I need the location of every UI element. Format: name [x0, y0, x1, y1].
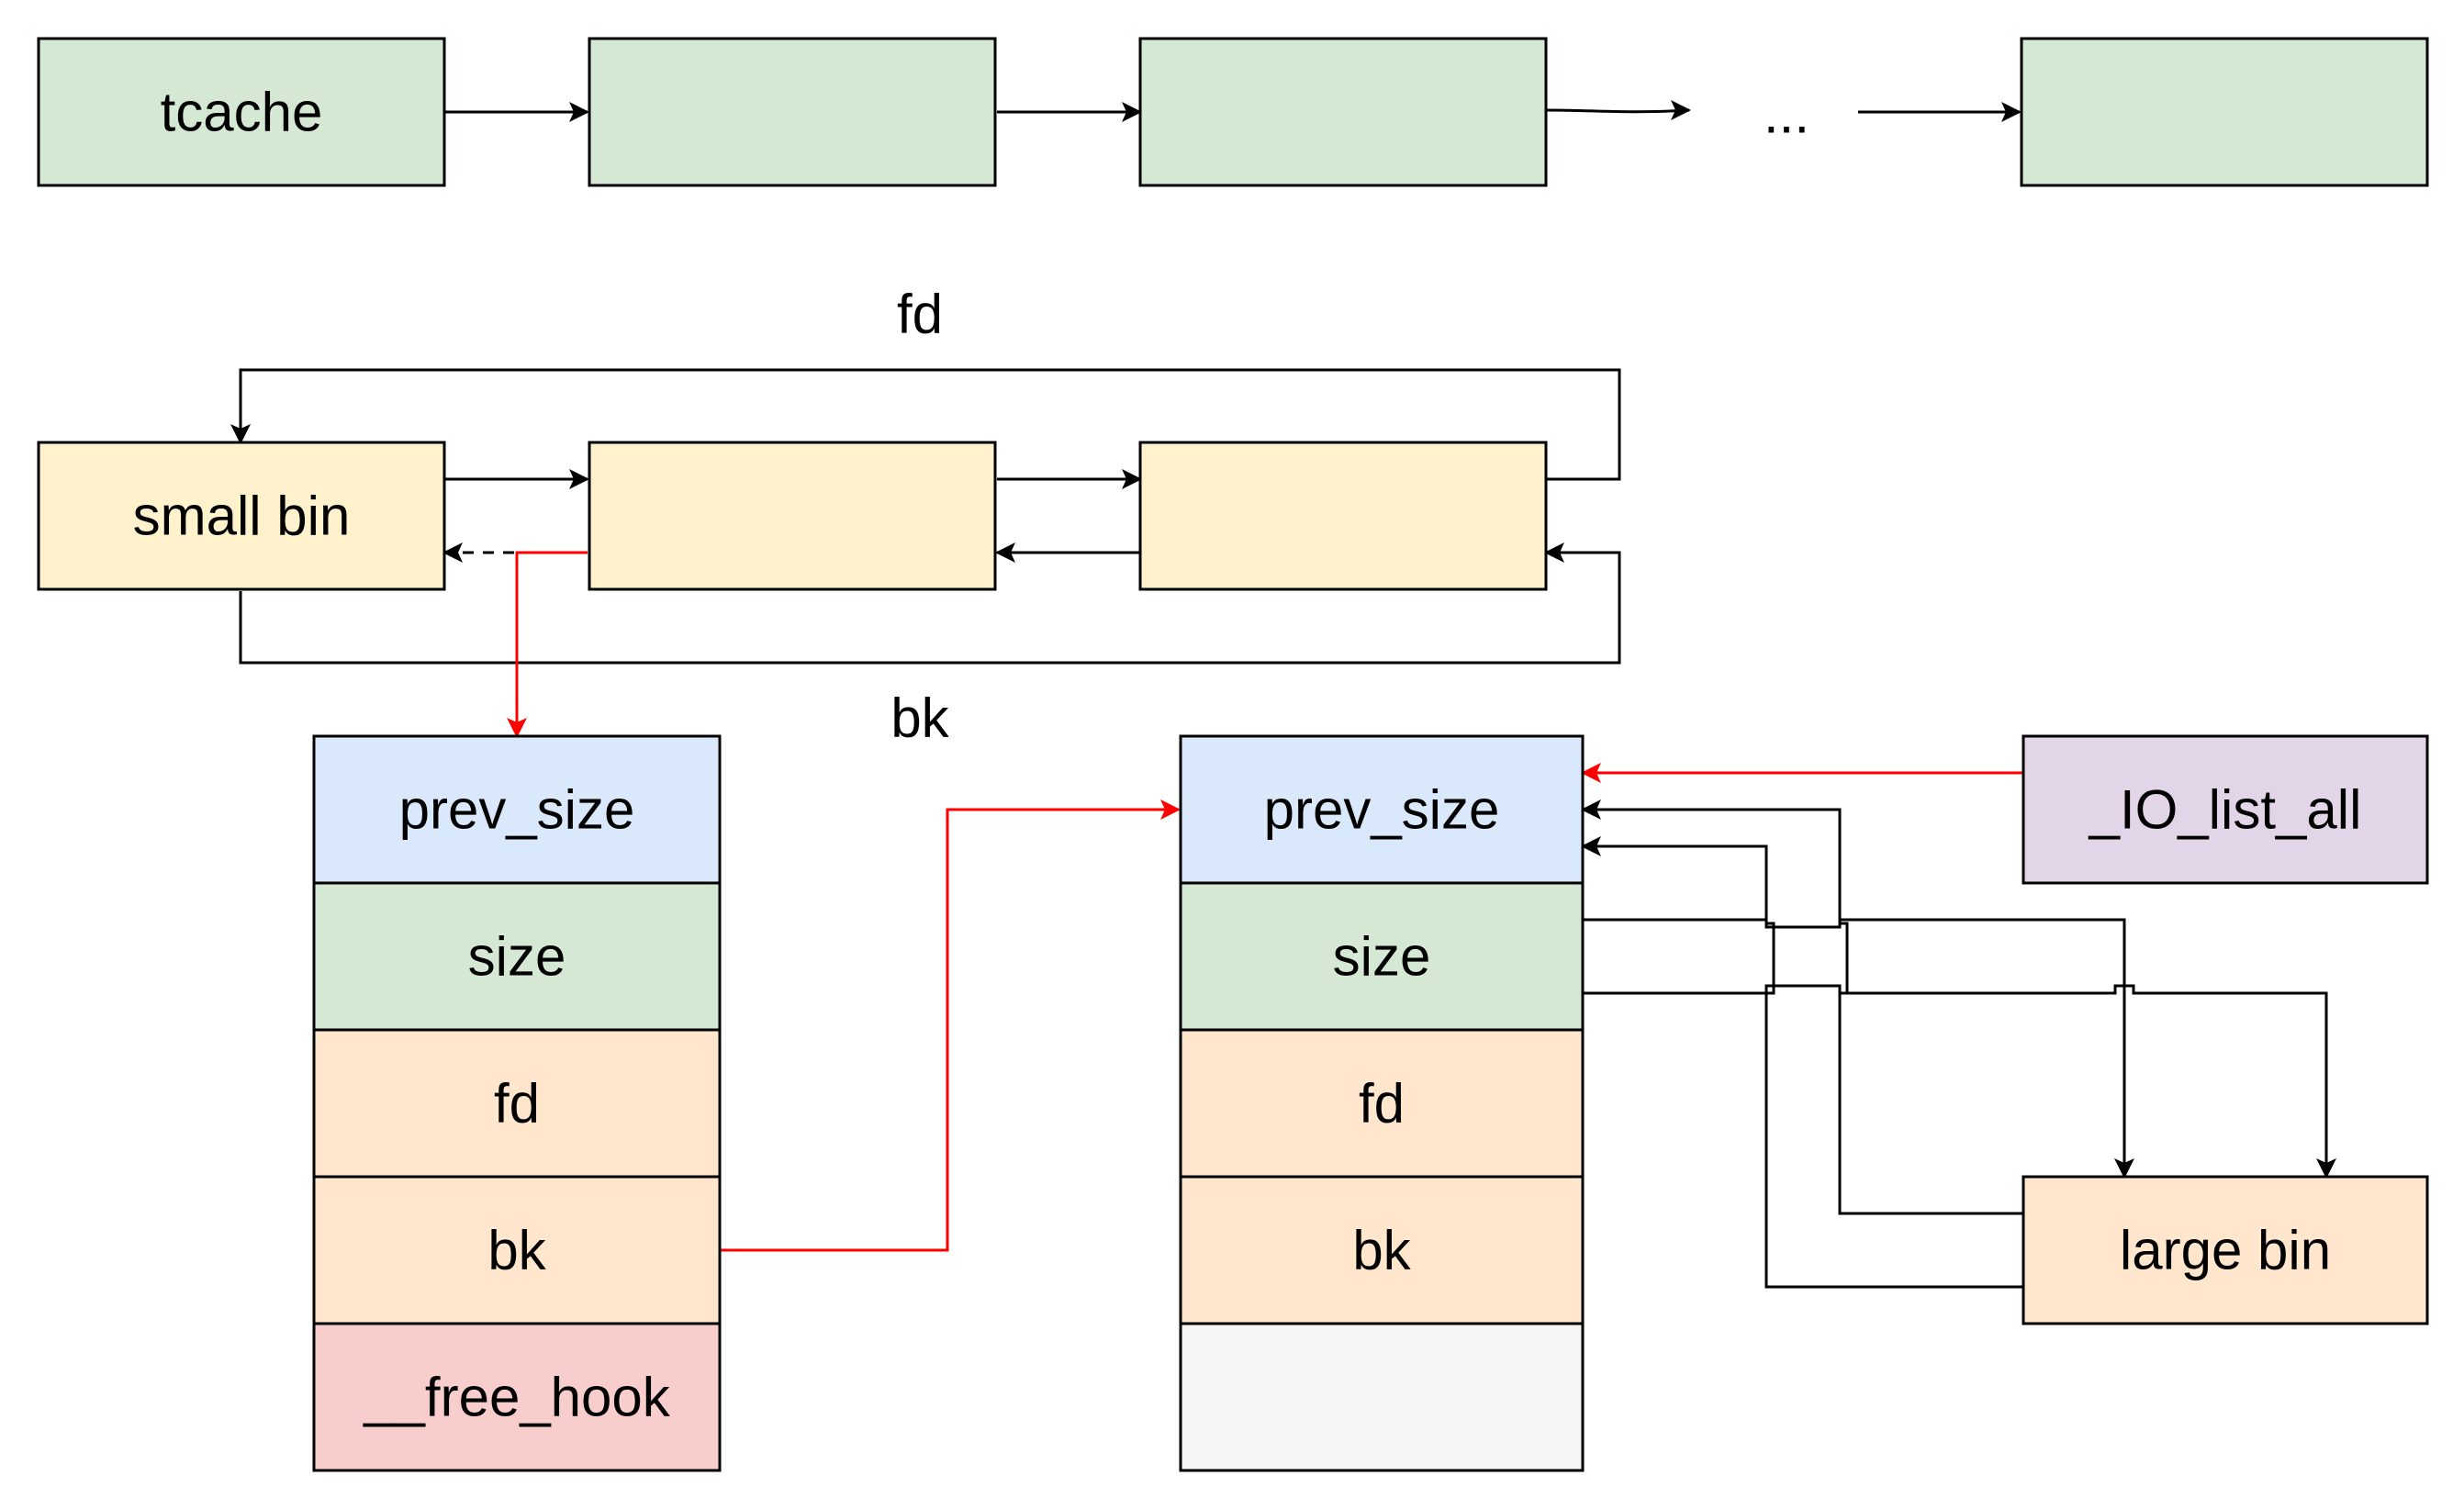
- arrowhead-smallbin-bk-1: [995, 542, 1015, 563]
- largebin-link-a: [1583, 808, 2023, 1215]
- tcache-chunk-1[interactable]: [588, 37, 997, 187]
- tcache-chunk-last[interactable]: [2020, 37, 2429, 187]
- tcache-head-box[interactable]: [37, 37, 446, 187]
- chunk-right: prev_size size fd bk: [1179, 734, 1585, 1472]
- chunk-left-free-hook[interactable]: [312, 1322, 722, 1472]
- arrowhead-io-list-all: [1581, 763, 1601, 783]
- chunk-left-bk-label: bk: [487, 1220, 546, 1281]
- smallbin-head-label: small bin: [133, 486, 351, 547]
- chunk-left-bk[interactable]: [312, 1175, 722, 1325]
- arrowhead-smallbin-bk-wrap: [1544, 542, 1564, 563]
- chunk-left: prev_size size fd bk __free_hook: [312, 734, 722, 1472]
- arrowhead-largebin-a: [1581, 799, 1601, 820]
- chunk-right-size-label: size: [1333, 926, 1431, 988]
- large-bin: large bin: [2022, 1175, 2429, 1325]
- arrowhead-smallbin-bk-dashed: [442, 542, 463, 563]
- arrowhead-largebin-b: [1581, 836, 1601, 856]
- arrowhead-chunk-pointer: [507, 718, 527, 738]
- tcache-chunk-2[interactable]: [1138, 37, 1548, 187]
- io-list-all: _IO_list_all: [2022, 734, 2429, 885]
- arrowhead-size-b: [2316, 1158, 2336, 1179]
- tcache-head-label: tcache: [161, 82, 323, 143]
- io-list-all-label: _IO_list_all: [2089, 779, 2362, 841]
- chunk-left-fd-label: fd: [494, 1073, 540, 1135]
- arrowhead-tcache-1: [569, 102, 589, 122]
- chunk-right-size[interactable]: [1179, 881, 1585, 1032]
- tcache-link-3: [1545, 108, 1690, 114]
- chunk-right-prev-size[interactable]: [1179, 734, 1585, 885]
- arrowhead-tcache-4: [2001, 102, 2022, 122]
- smallbin-chunk-2[interactable]: [1138, 441, 1548, 591]
- size-to-largebin-a: [1583, 918, 2126, 1177]
- small-bin-list: fd small bin bk: [37, 284, 1548, 749]
- arrowhead-smallbin-fd-wrap: [230, 424, 251, 444]
- arrowhead-bk-to-chunk: [1160, 799, 1181, 820]
- arrowhead-tcache-3: [1671, 100, 1691, 120]
- smallbin-bk-label: bk: [890, 687, 949, 749]
- chunk-right-bk-label: bk: [1352, 1220, 1411, 1281]
- tcache-edges: [444, 108, 2020, 114]
- arrowhead-tcache-2: [1122, 102, 1142, 122]
- chunk-left-size-label: size: [468, 926, 566, 988]
- red-edges: [515, 551, 2023, 1252]
- chunk-right-empty[interactable]: [1179, 1322, 1585, 1472]
- arrowheads-red: [507, 718, 1601, 820]
- arrowhead-size-a: [2114, 1158, 2134, 1179]
- chunk-left-free-hook-label: __free_hook: [363, 1367, 671, 1428]
- tcache-ellipsis: ...: [1764, 84, 1809, 145]
- largebin-edges: [1583, 808, 2328, 1289]
- large-bin-label: large bin: [2120, 1220, 2331, 1281]
- chunk-right-prev-size-label: prev_size: [1264, 779, 1500, 841]
- chunk-right-fd[interactable]: [1179, 1028, 1585, 1179]
- largebin-link-b: [1583, 844, 2023, 1289]
- arrowhead-smallbin-fd-1: [569, 469, 589, 489]
- smallbin-fd-label: fd: [897, 284, 943, 345]
- smallbin-bk-wrap: [239, 551, 1621, 665]
- arrowhead-smallbin-fd-2: [1122, 469, 1142, 489]
- chunk-right-fd-label: fd: [1359, 1073, 1405, 1135]
- smallbin-edges: [239, 368, 1621, 665]
- smallbin-chunk-1[interactable]: [588, 441, 997, 591]
- smallbin-fd-wrap: [239, 368, 1621, 481]
- io-list-all-box[interactable]: [2022, 734, 2429, 885]
- bk-to-chunk-edge: [720, 808, 1179, 1252]
- chunk-left-size[interactable]: [312, 881, 722, 1032]
- arrowheads: [230, 100, 2336, 1179]
- smallbin-head-box[interactable]: [37, 441, 446, 591]
- chunk-right-bk[interactable]: [1179, 1175, 1585, 1325]
- size-to-largebin-b: [1583, 984, 2328, 1177]
- chunk-pointer-edge: [515, 551, 588, 736]
- large-bin-box[interactable]: [2022, 1175, 2429, 1325]
- chunk-left-fd[interactable]: [312, 1028, 722, 1179]
- tcache-list: tcache ...: [37, 37, 2429, 187]
- chunk-left-prev-size-label: prev_size: [399, 779, 635, 841]
